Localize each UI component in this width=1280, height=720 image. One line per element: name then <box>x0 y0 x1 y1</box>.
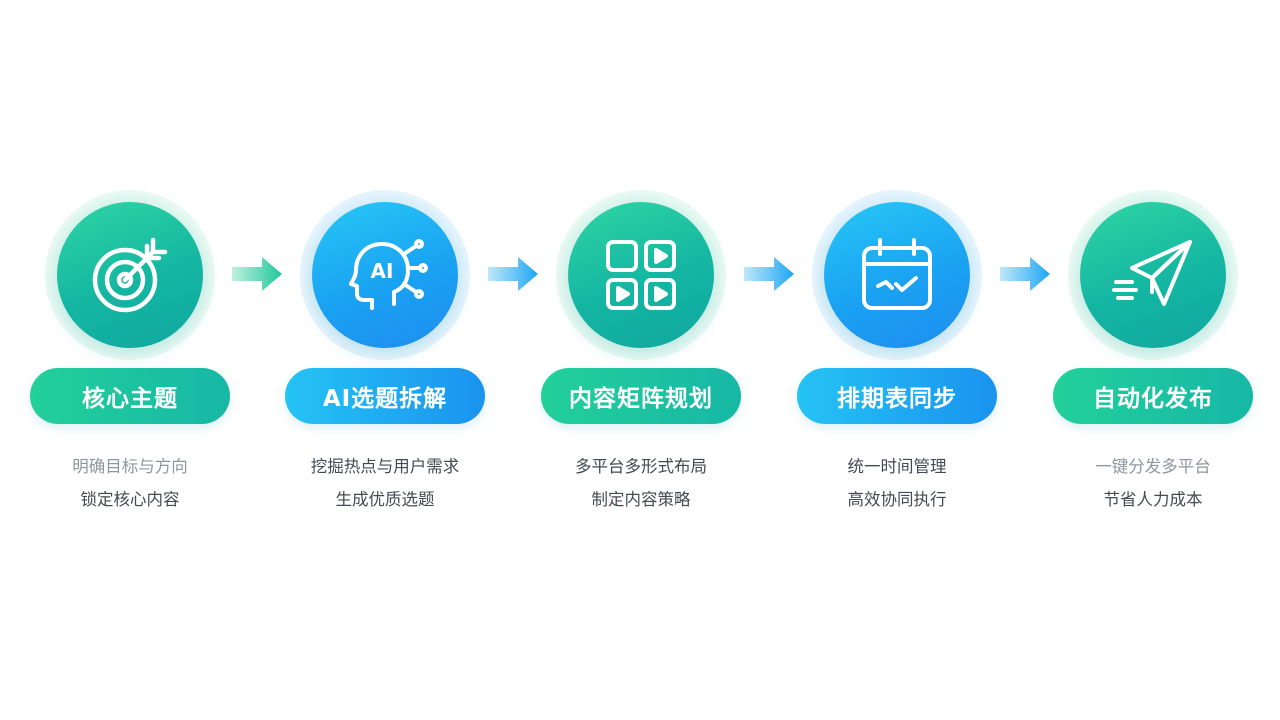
step-desc-line-2: 节省人力成本 <box>1103 490 1203 509</box>
step-title-pill: 自动化发布 <box>1053 368 1253 424</box>
step-description: 统一时间管理 高效协同执行 <box>848 450 947 516</box>
ai-icon-label: AI <box>371 259 394 283</box>
step-icon-disc <box>568 202 714 348</box>
step-desc-line-2: 锁定核心内容 <box>80 490 180 509</box>
step-icon-halo <box>812 190 982 360</box>
step-description: 多平台多形式布局 制定内容策略 <box>575 450 707 516</box>
step-icon-halo: AI <box>300 190 470 360</box>
step-desc-line-1: 挖掘热点与用户需求 <box>310 457 460 476</box>
step-ai-topic-breakdown: AI AI选题拆解 挖掘热点与用户需求 生成优质选题 <box>280 190 490 516</box>
calendar-icon <box>862 238 932 310</box>
step-icon-halo <box>556 190 726 360</box>
step-description: 一键分发多平台 节省人力成本 <box>1095 450 1211 516</box>
target-icon <box>92 237 168 313</box>
step-desc-line-2: 生成优质选题 <box>335 490 435 509</box>
content-grid-icon <box>606 240 676 310</box>
step-description: 明确目标与方向 锁定核心内容 <box>72 450 188 516</box>
step-title-pill: 核心主题 <box>30 368 230 424</box>
step-desc-line-1: 多平台多形式布局 <box>575 457 707 476</box>
step-schedule-sync: 排期表同步 统一时间管理 高效协同执行 <box>792 190 1002 516</box>
paper-plane-icon <box>1112 240 1192 306</box>
arrow-right-icon <box>1000 257 1050 291</box>
step-desc-line-1: 一键分发多平台 <box>1095 457 1211 476</box>
step-auto-publish: 自动化发布 一键分发多平台 节省人力成本 <box>1048 190 1258 516</box>
step-content-matrix-planning: 内容矩阵规划 多平台多形式布局 制定内容策略 <box>536 190 746 516</box>
ai-head-icon: AI <box>349 239 428 310</box>
step-title-pill: AI选题拆解 <box>285 368 485 424</box>
step-core-topic: 核心主题 明确目标与方向 锁定核心内容 <box>25 190 235 516</box>
arrow-right-icon <box>744 257 794 291</box>
step-icon-disc <box>1080 202 1226 348</box>
step-title-pill: 排期表同步 <box>797 368 997 424</box>
step-desc-line-2: 制定内容策略 <box>591 490 691 509</box>
step-title-pill: 内容矩阵规划 <box>541 368 741 424</box>
step-desc-line-2: 高效协同执行 <box>847 490 947 509</box>
arrow-right-icon <box>232 257 282 291</box>
step-icon-disc <box>824 202 970 348</box>
step-desc-line-1: 明确目标与方向 <box>72 457 188 476</box>
step-icon-halo <box>45 190 215 360</box>
step-description: 挖掘热点与用户需求 生成优质选题 <box>311 450 460 516</box>
arrow-right-icon <box>488 257 538 291</box>
step-icon-disc <box>57 202 203 348</box>
step-desc-line-1: 统一时间管理 <box>847 457 947 476</box>
step-icon-disc: AI <box>312 202 458 348</box>
step-icon-halo <box>1068 190 1238 360</box>
